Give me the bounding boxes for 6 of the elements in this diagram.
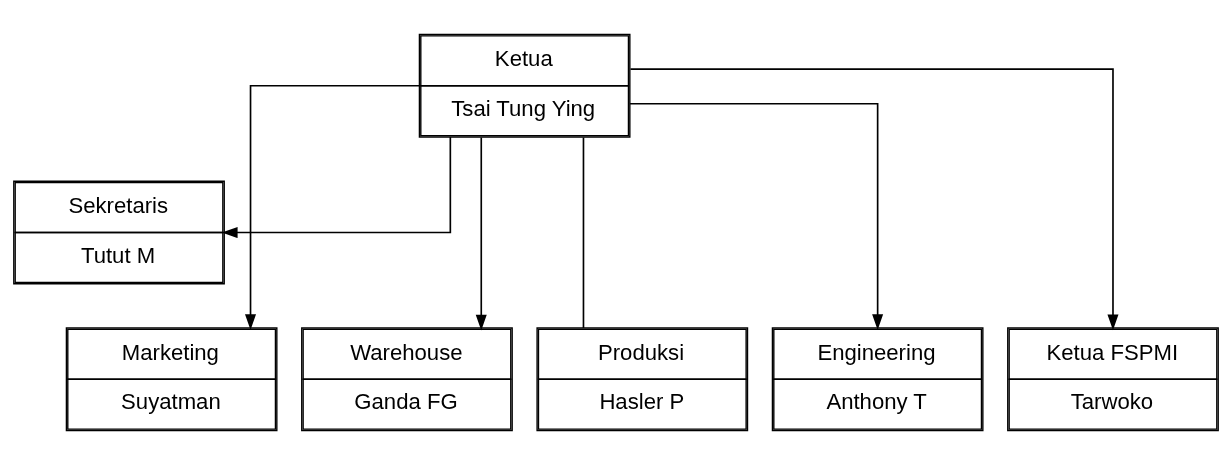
arrow (475, 136, 487, 330)
arrow (221, 135, 452, 238)
arrow (245, 84, 420, 330)
arrow (629, 102, 884, 330)
connector (582, 136, 585, 329)
arrow (629, 67, 1119, 330)
